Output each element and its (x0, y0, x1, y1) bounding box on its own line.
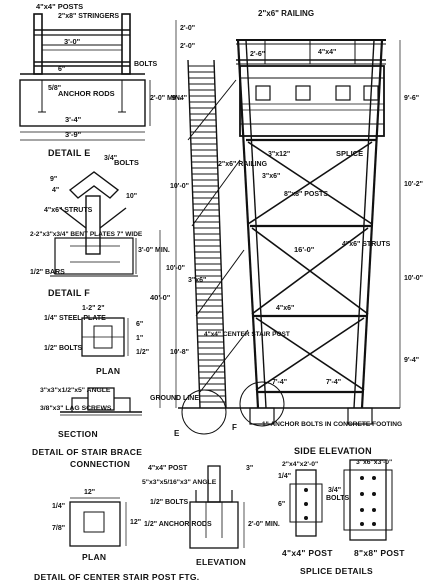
brace-section-title: SECTION (58, 429, 98, 439)
brace-dim-3: 1/2" (136, 349, 149, 356)
elev-d-40: 40'-0" (150, 293, 171, 302)
detail-e-min-depth: 2'-0" MIN. (150, 95, 182, 102)
detail-f-bent-plates: 2-2"x3"x3/4" BENT PLATES 7" WIDE (30, 231, 143, 238)
stair-treads (188, 65, 226, 403)
ftg-bolts: 1/2" BOLTS (150, 499, 189, 506)
elev-d-2-6: 2'-6" (250, 51, 265, 58)
detail-e-w1: 3'-4" (65, 115, 82, 124)
elev-splice: SPLICE (336, 149, 363, 158)
brace-dim-top: 1-2" 2" (82, 305, 105, 312)
elev-mark-f: F (232, 423, 237, 432)
elev-title: SIDE ELEVATION (294, 446, 372, 456)
brace-bolts: 1/2" BOLTS (44, 345, 83, 352)
elev-d-10-0-right: 10'-0" (404, 275, 423, 282)
ftg-d14: 1/4" (52, 503, 65, 510)
elev-struts: 4"x6" STRUTS (342, 241, 391, 248)
elev-ground-line: GROUND LINE (150, 395, 199, 402)
elev-posts: 8"x8" POSTS (284, 191, 328, 198)
elev-center-post: 4"x4" CENTER STAIR POST (204, 331, 290, 338)
elev-d-2-0-top: 2'-0" (180, 25, 195, 32)
splice-bolt-markers (304, 476, 376, 526)
splice-post4: 4"x4" POST (282, 548, 333, 558)
elev-d-7-4-left: 7'-4" (272, 379, 287, 386)
stair-brace-detail: 1-2" 2" 1/4" STEEL PLATE 1/2" BOLTS 6" 1… (32, 305, 149, 469)
elev-d-10-2: 10'-2" (404, 181, 423, 188)
elev-railing: 2"x6" RAILING (218, 161, 268, 168)
detail-e-title: DETAIL E (48, 148, 91, 158)
brace-plan-title: PLAN (96, 366, 120, 376)
ftg-min: 2'-0" MIN. (248, 521, 280, 528)
splice-d4: 1/4" (278, 473, 291, 480)
elev-d-16: 16'-0" (294, 245, 315, 254)
elev-d-2-0: 2'-0" (180, 43, 195, 50)
elev-d-9-6: 9'-6" (404, 95, 419, 102)
splice-angle-b: 3"x6"x3'-0" (356, 459, 392, 466)
ftg-d3: 3" (246, 465, 253, 472)
elev-anchor-bolts: 1" ANCHOR BOLTS IN CONCRETE FOOTING (262, 421, 402, 428)
splice-bolts-size: 3/4" (328, 487, 341, 494)
detail-e-six: 6" (58, 66, 65, 73)
detail-e-anchor-rods: ANCHOR RODS (58, 89, 115, 98)
splice-details: 2"x4"x2'-0" 3"x6"x3'-0" 1/4" 6" 3/4" BOL… (278, 459, 405, 576)
brace-dim-2: 1" (136, 335, 143, 342)
ftg-elevation-title: ELEVATION (196, 557, 246, 567)
elev-d-9-4b: 9'-4" (404, 357, 419, 364)
elev-railing-top: 2"x6" RAILING (258, 9, 314, 18)
detail-f-nine: 9" (50, 176, 57, 183)
elev-d-3x6: 3"x6" (262, 173, 280, 180)
detail-e-posts: 4"x4" POSTS (36, 2, 83, 11)
detail-f-min: 3'-0" MIN. (138, 247, 170, 254)
brace-caption-2: CONNECTION (70, 459, 130, 469)
detail-f-bars: 1/2" BARS (30, 269, 65, 276)
ftg-plan-title: PLAN (82, 552, 106, 562)
brace-angle: 3"x3"x1/2"x5" ANGLE (40, 387, 111, 394)
brace-lag: 3/8"x3" LAG SCREWS (40, 405, 112, 412)
detail-e-bolts: BOLTS (134, 61, 158, 68)
brace-steel-plate: 1/4" STEEL PLATE (44, 315, 106, 322)
detail-f-bolts-size: 3/4" (104, 155, 117, 162)
splice-post8: 8"x8" POST (354, 548, 405, 558)
detail-f-bolts: BOLTS (114, 158, 139, 167)
elev-d-4x4: 4"x4" (318, 49, 336, 56)
brace-dim-1: 6" (136, 321, 143, 328)
elev-d-3x12: 3"x12" (268, 151, 290, 158)
elev-mark-e: E (174, 429, 180, 438)
ftg-caption: DETAIL OF CENTER STAIR POST FTG. (34, 572, 199, 582)
detail-f-ten: 10" (126, 193, 137, 200)
ftg-post: 4"x4" POST (148, 465, 188, 472)
detail-f-four: 4" (52, 187, 59, 194)
splice-angle-a: 2"x4"x2'-0" (282, 461, 318, 468)
elev-d-9-4: 9'-4" (172, 95, 187, 102)
ftg-w12: 12" (84, 489, 95, 496)
ftg-angle: 5"x3"x5/16"x3" ANGLE (142, 479, 217, 486)
side-elevation: 2"x6" RAILING 2'-0" 2'-0" 2'-6" 4"x4" 9'… (150, 9, 423, 456)
detail-f-title: DETAIL F (48, 288, 90, 298)
detail-f-struts: 4"x6" STRUTS (44, 207, 93, 214)
elev-d-10-8: 10'-8" (170, 349, 189, 356)
elev-d-7-4-right: 7'-4" (326, 379, 341, 386)
detail-e-width-top: 3'-0" (64, 37, 81, 46)
elev-d-10-0: 10'-0" (170, 183, 189, 190)
splice-bolts: BOLTS (326, 495, 350, 502)
ftg-d78: 7/8" (52, 525, 65, 532)
brace-caption-1: DETAIL OF STAIR BRACE (32, 447, 142, 457)
detail-f: 3/4" BOLTS 9" 4" 10" 4"x6" STRUTS 2-2"x3… (30, 155, 170, 298)
splice-d6: 6" (278, 501, 285, 508)
ftg-anchor-rods: 1/2" ANCHOR RODS (144, 521, 212, 528)
elev-d-4x6: 4"x6" (276, 305, 294, 312)
detail-e-w2: 3'-9" (65, 130, 82, 139)
detail-e: 4"x4" POSTS 2"x8" STRINGERS 3'-0" BOLTS … (19, 2, 182, 158)
detail-e-anchor-size: 5/8" (48, 85, 61, 92)
elev-d-3x6b: 3"x6" (188, 277, 206, 284)
ftg-d12: 12" (130, 519, 141, 526)
elev-d-10-0b: 10'-0" (166, 265, 185, 272)
detail-e-stringers: 2"x8" STRINGERS (58, 13, 119, 20)
splice-caption: SPLICE DETAILS (300, 566, 373, 576)
post-footing-detail: 12" 12" 1/4" 7/8" PLAN 4"x4" POST 5"x3"x… (34, 465, 280, 582)
